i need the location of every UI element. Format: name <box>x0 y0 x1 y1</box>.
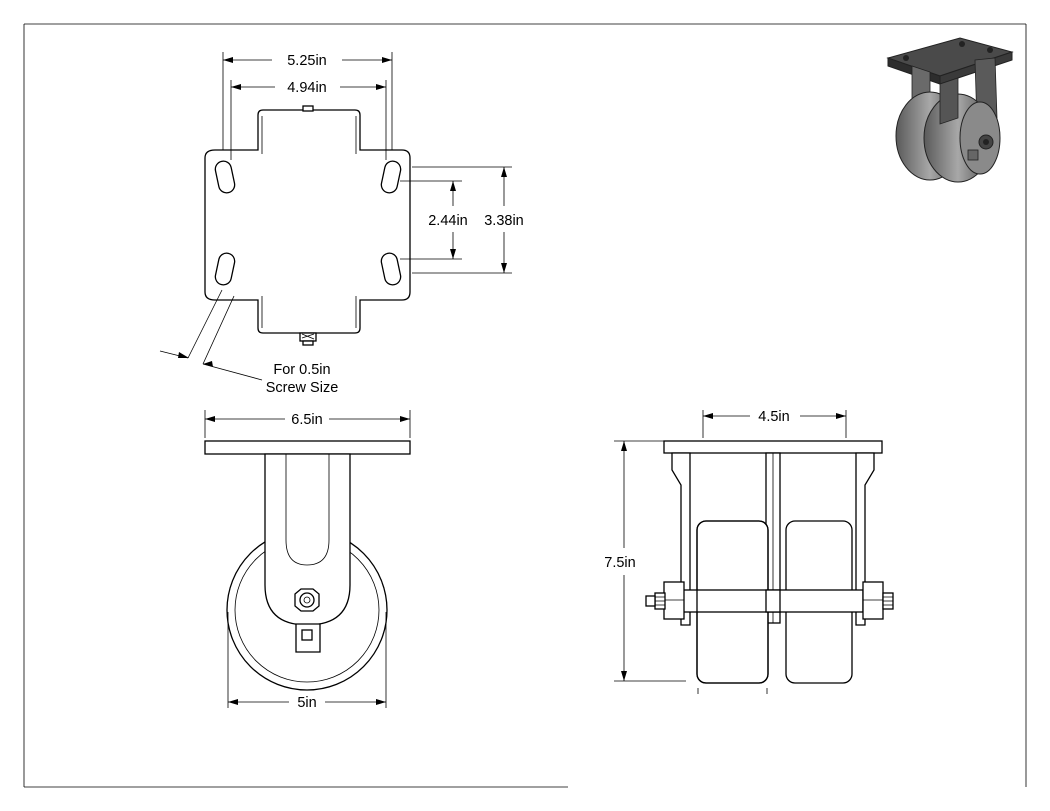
dim-plate-width: 3.38in <box>412 166 524 274</box>
dim-screw-size: For 0.5in Screw Size <box>159 289 339 396</box>
side-view-caster <box>645 440 894 694</box>
label-plate-width: 3.38in <box>484 213 524 229</box>
label-bolt-spacing-length: 4.94in <box>287 80 327 96</box>
dim-overall-height: 7.5in <box>604 440 686 682</box>
label-bolt-spacing-width: 2.44in <box>428 213 468 229</box>
label-wheel-diameter: 5in <box>297 695 316 711</box>
label-overall-width: 4.5in <box>758 409 789 425</box>
label-overall-height: 7.5in <box>604 555 635 571</box>
dim-wheel-diameter: 5in <box>227 612 387 711</box>
label-screw-note-line1: For 0.5in <box>273 362 330 378</box>
dim-top-plate-width: 6.5in <box>204 410 411 438</box>
label-screw-note-line2: Screw Size <box>266 380 339 396</box>
label-top-plate-width: 6.5in <box>291 412 322 428</box>
drawing-border <box>23 23 1027 788</box>
dim-plate-length: 5.25in <box>222 52 393 150</box>
top-view-mounting-plate <box>204 105 411 346</box>
dim-overall-width: 4.5in <box>702 409 847 438</box>
caster-render-image <box>886 37 1014 183</box>
front-view-caster <box>204 440 411 691</box>
dim-bolt-spacing-width: 2.44in <box>400 180 468 260</box>
label-plate-length: 5.25in <box>287 53 327 69</box>
dim-bolt-spacing-length: 4.94in <box>230 80 387 160</box>
